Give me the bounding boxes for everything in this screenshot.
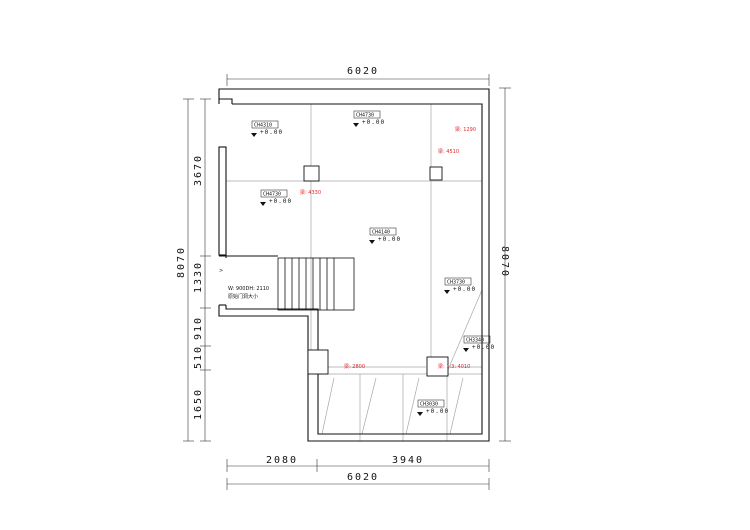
dimension-lines [183, 74, 511, 490]
door-mark-icon: > [219, 268, 223, 274]
beam-lines [226, 104, 483, 441]
ceiling-tags: CH4310 +0.00 CH4730 +0.00 CH4730 +0.00 C… [251, 110, 495, 416]
dim-left-seg-4: 510 [193, 345, 204, 369]
dim-bottom-right: 3940 [392, 455, 424, 466]
dim-bottom-total: 6020 [347, 472, 379, 483]
dim-top-total: 6020 [347, 66, 379, 77]
beam-label: 梁: 4330 [300, 189, 321, 196]
column-2 [429, 166, 443, 181]
ceiling-tag: CH4140 +0.00 [369, 227, 401, 244]
ceiling-tag-code: CH3030 [420, 402, 438, 408]
ceiling-tag: CH4310 +0.00 [251, 120, 283, 137]
ceiling-tag-level: +0.00 [453, 286, 476, 293]
dim-right-total: 8070 [499, 246, 510, 278]
ceiling-tag-level: +0.00 [269, 198, 292, 205]
beam-label: 梁: 4510 [438, 148, 459, 155]
door-note-caption: 原始门洞大小 [228, 293, 258, 300]
ceiling-tag-level: +0.00 [472, 344, 495, 351]
ceiling-tag-code: CH3730 [447, 280, 465, 286]
door-note-size: W: 900DH: 2110 [228, 286, 269, 292]
dim-left-seg-1: 3670 [193, 154, 204, 186]
ceiling-tag: CH3730 +0.00 [444, 277, 476, 294]
ceiling-tag-code: CH4140 [372, 230, 390, 236]
beam-labels: 梁: 1290 梁: 4510 梁: 4330 梁: 2800 梁: 1:3: … [300, 126, 476, 370]
column-4 [426, 356, 449, 377]
door-note: W: 900DH: 2110 原始门洞大小 > [219, 268, 269, 300]
ceiling-tag-level: +0.00 [378, 236, 401, 243]
dim-left-seg-5: 1650 [193, 388, 204, 420]
dim-left-seg-3: 910 [193, 316, 204, 340]
ceiling-tag-code: CH4730 [263, 192, 281, 198]
beam-label: 梁: 2800 [344, 363, 365, 370]
ceiling-tag-code: CH4730 [356, 113, 374, 119]
beam-label: 梁: 1:3: 4010 [438, 363, 470, 370]
walls [218, 88, 490, 442]
column-1 [303, 165, 320, 182]
ceiling-tag: CH3030 +0.00 [417, 399, 449, 416]
ceiling-tag: CH3340 +0.00 [463, 335, 495, 352]
column-3 [307, 349, 329, 375]
ceiling-tag: CH4730 +0.00 [353, 110, 385, 127]
columns [303, 165, 449, 377]
stairs [277, 257, 355, 311]
dim-left-seg-2: 1330 [193, 261, 204, 293]
ceiling-tag: CH4730 +0.00 [260, 189, 292, 206]
ceiling-tag-level: +0.00 [260, 129, 283, 136]
ceiling-tag-code: CH3340 [466, 338, 484, 344]
ceiling-tag-level: +0.00 [362, 119, 385, 126]
dim-bottom-left: 2080 [266, 455, 298, 466]
dim-left-total: 8070 [176, 246, 187, 278]
beam-label: 梁: 1290 [455, 126, 476, 133]
ceiling-tag-code: CH4310 [254, 123, 272, 129]
ceiling-tag-level: +0.00 [426, 408, 449, 415]
dimension-texts: 6020 2080 3940 6020 8070 3670 1330 910 5… [176, 66, 510, 483]
